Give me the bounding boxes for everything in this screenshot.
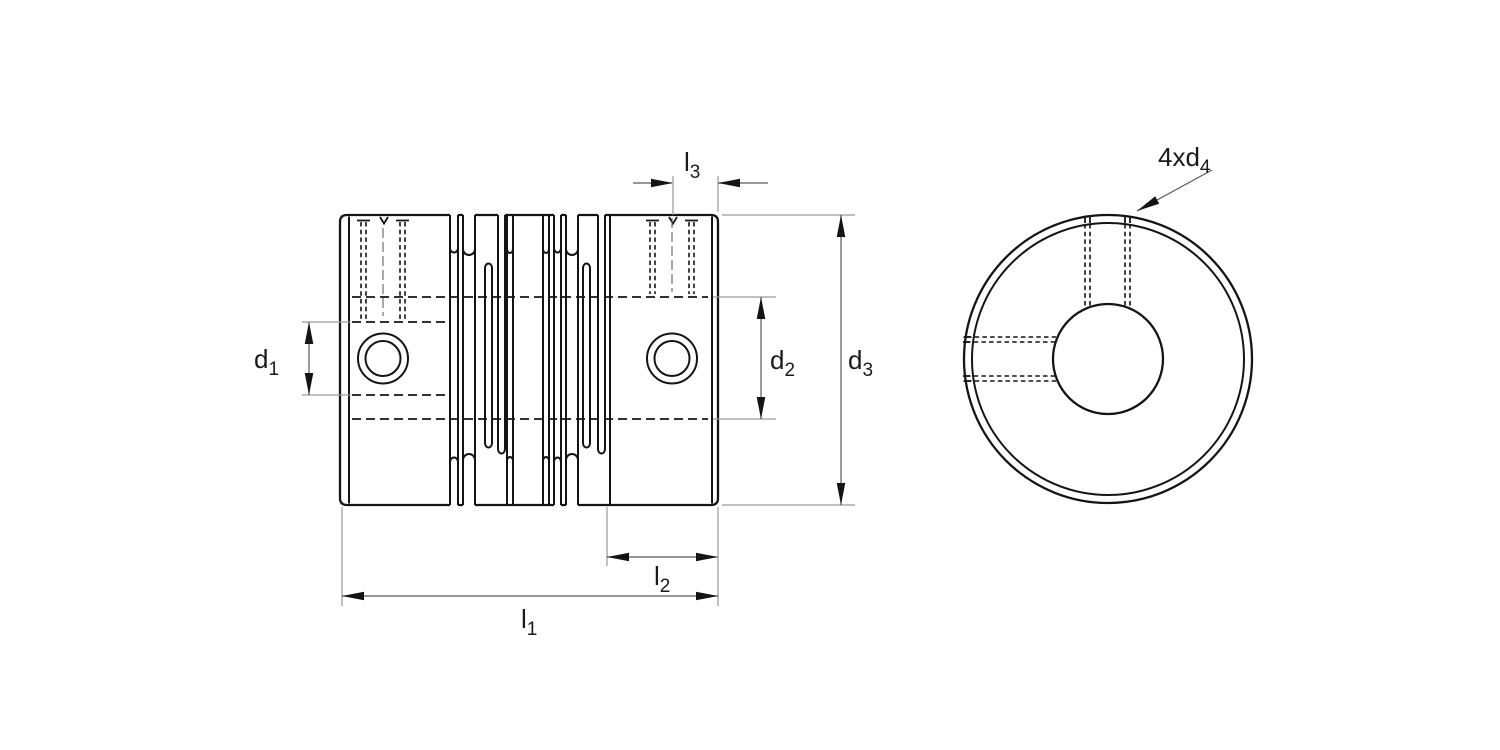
callout-label-4xd4: 4xd4 bbox=[1158, 142, 1211, 178]
thread-hidden-lines bbox=[360, 222, 406, 320]
extension-line bbox=[713, 296, 776, 420]
arrowhead bbox=[836, 483, 846, 505]
radial-screw-hole-left-hidden bbox=[963, 336, 1057, 382]
coupling-body-outline bbox=[338, 213, 720, 507]
dimension-label-d1: d1 bbox=[254, 344, 279, 380]
dimension-d1: d1 bbox=[254, 321, 351, 396]
bore-circle bbox=[1051, 302, 1165, 416]
right-hub-top-screw-hole bbox=[646, 216, 698, 294]
arrowhead bbox=[1137, 196, 1160, 211]
arrowhead bbox=[304, 373, 314, 395]
slit-station bbox=[553, 215, 562, 505]
arrowhead bbox=[651, 178, 673, 188]
slit-station bbox=[449, 215, 459, 505]
extension-line bbox=[722, 214, 855, 506]
arrowhead bbox=[756, 397, 766, 419]
arrowhead bbox=[304, 322, 314, 344]
arrowhead bbox=[836, 215, 846, 237]
slit-station bbox=[542, 216, 550, 504]
slit-group-right bbox=[542, 215, 606, 505]
side-view bbox=[338, 213, 720, 507]
outer-diameter-circle bbox=[962, 213, 1254, 505]
arrowhead bbox=[696, 552, 718, 562]
thread-hidden-lines bbox=[966, 336, 1057, 382]
arrowhead bbox=[718, 178, 740, 188]
slit-slot-closed bbox=[484, 262, 493, 449]
screw-hole-outer-circle bbox=[646, 332, 698, 385]
dimension-l1: l1 bbox=[341, 507, 719, 640]
slit-station bbox=[506, 216, 514, 504]
left-hub-side-screw-hole bbox=[357, 332, 409, 385]
slit-station bbox=[462, 215, 476, 505]
countersink-marks bbox=[357, 216, 409, 226]
right-hub-side-screw-hole bbox=[646, 332, 698, 385]
screw-hole-inner-circle bbox=[653, 340, 691, 377]
dimension-label-l2: l2 bbox=[654, 561, 670, 597]
dimension-label-l3: l3 bbox=[684, 147, 700, 183]
screw-hole-outer-circle bbox=[357, 332, 409, 385]
slit-slot-top-open bbox=[597, 215, 606, 455]
radial-screw-hole-top-hidden bbox=[1084, 215, 1131, 308]
slit-group-left bbox=[449, 215, 514, 505]
slit-slot-closed bbox=[582, 262, 591, 449]
extension-line bbox=[302, 321, 351, 396]
slit-station bbox=[565, 215, 579, 505]
extension-line bbox=[341, 507, 719, 606]
dimension-d2: d2 bbox=[713, 296, 795, 420]
dimension-label-d2: d2 bbox=[770, 345, 795, 381]
callout-4xd4: 4xd4 bbox=[1136, 142, 1213, 212]
left-hub-top-screw-hole bbox=[357, 216, 409, 320]
thread-hidden-lines bbox=[1084, 224, 1131, 308]
thread-edge-ticks bbox=[1084, 215, 1131, 223]
thread-edge-ticks bbox=[963, 336, 971, 382]
front-view: 4xd4 bbox=[962, 142, 1254, 505]
screw-hole-inner-circle bbox=[364, 340, 402, 377]
countersink-marks bbox=[646, 216, 698, 226]
arrowhead bbox=[696, 591, 718, 601]
arrowhead bbox=[342, 591, 364, 601]
dimension-label-l1: l1 bbox=[521, 604, 537, 640]
extension-line bbox=[672, 176, 719, 215]
slit-slot-top-open bbox=[497, 215, 506, 455]
dimensions: l3 d3 d2 d1 bbox=[254, 147, 873, 640]
dimension-l3: l3 bbox=[633, 147, 768, 215]
outer-edge-circle bbox=[971, 222, 1245, 496]
arrowhead bbox=[607, 552, 629, 562]
arrowhead bbox=[756, 297, 766, 319]
dimension-l2: l2 bbox=[606, 507, 718, 597]
dimension-label-d3: d3 bbox=[848, 345, 873, 381]
dimension-d3: d3 bbox=[722, 214, 873, 506]
